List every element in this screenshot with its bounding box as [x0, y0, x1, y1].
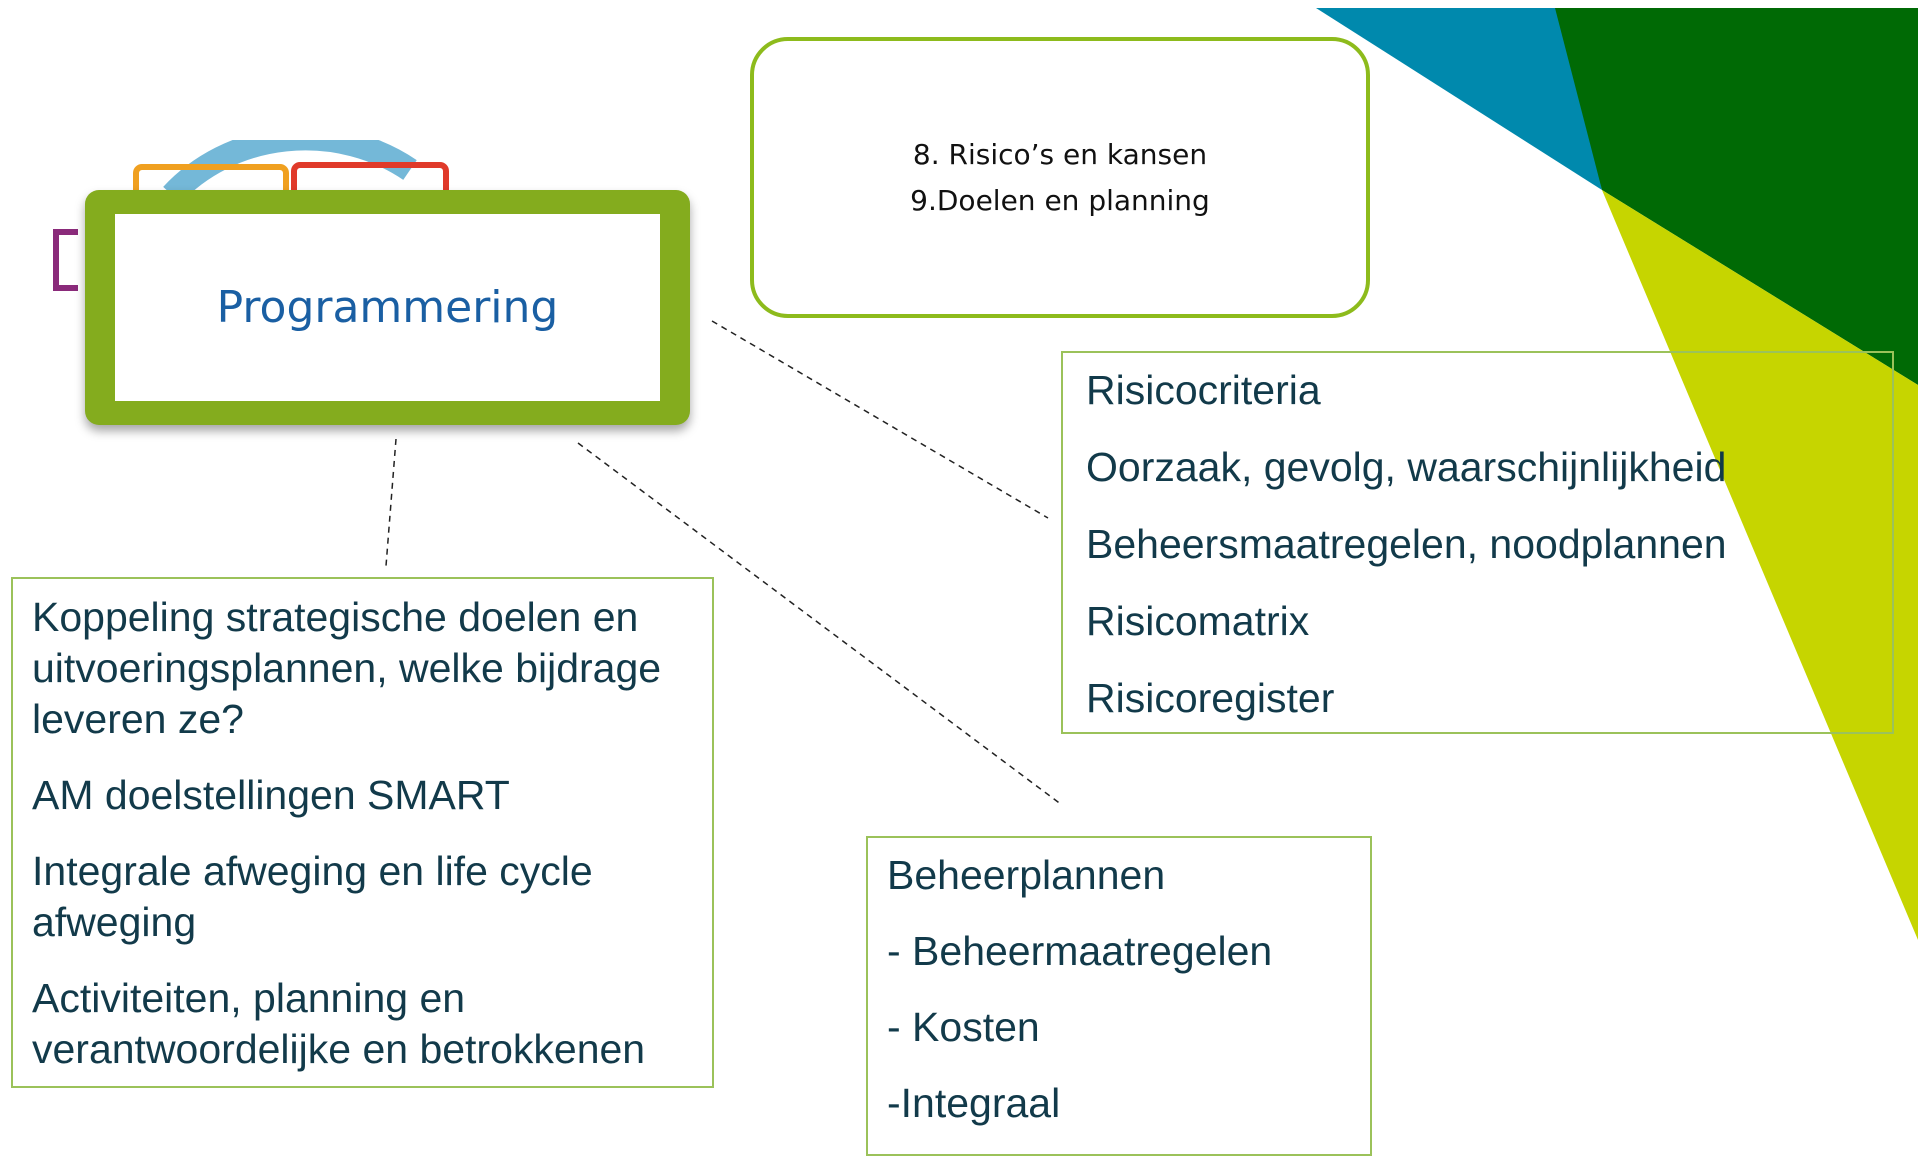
corner-blue-shape	[1316, 8, 1602, 190]
step-risks-label: 8. Risico’s en kansen	[912, 137, 1208, 171]
connector-line-beheer	[577, 442, 1063, 806]
management-plans-panel: Beheerplannen - Beheermaatregelen - Kost…	[866, 836, 1372, 1156]
corner-dark-green-shape	[1555, 8, 1918, 385]
plans-item: - Kosten	[887, 1004, 1040, 1050]
plans-item: Beheerplannen	[887, 852, 1166, 898]
programmering-cycle-graphic: ACT PLAN Programmering	[50, 119, 690, 425]
programmering-inner: Programmering	[115, 214, 660, 401]
plans-item: -Integraal	[887, 1080, 1061, 1126]
connector-line-left	[385, 438, 397, 567]
goals-item: Activiteiten, planning en verantwoordeli…	[32, 975, 646, 1072]
programmering-title: Programmering	[216, 282, 559, 333]
programmering-frame: Programmering	[85, 190, 690, 425]
corner-lime-shape	[1602, 190, 1918, 940]
plans-item: - Beheermaatregelen	[887, 928, 1273, 974]
risk-item: Risicocriteria	[1086, 367, 1321, 413]
goals-panel: Koppeling strategische doelen en uitvoer…	[11, 577, 714, 1088]
step-goals-label: 9.Doelen en planning	[910, 183, 1210, 217]
risk-item: Oorzaak, gevolg, waarschijnlijkheid	[1086, 444, 1727, 490]
risk-item: Risicoregister	[1086, 675, 1335, 721]
risk-panel: Risicocriteria Oorzaak, gevolg, waarschi…	[1061, 351, 1894, 734]
goals-item: AM doelstellingen SMART	[32, 772, 510, 818]
goals-item: Koppeling strategische doelen en uitvoer…	[32, 594, 662, 742]
connector-line-risk	[711, 320, 1049, 519]
risk-item: Beheersmaatregelen, noodplannen	[1086, 521, 1727, 567]
goals-item: Integrale afweging en life cycle afwegin…	[32, 848, 593, 945]
process-steps-box: 8. Risico’s en kansen 9.Doelen en planni…	[750, 37, 1370, 318]
risk-item: Risicomatrix	[1086, 598, 1310, 644]
